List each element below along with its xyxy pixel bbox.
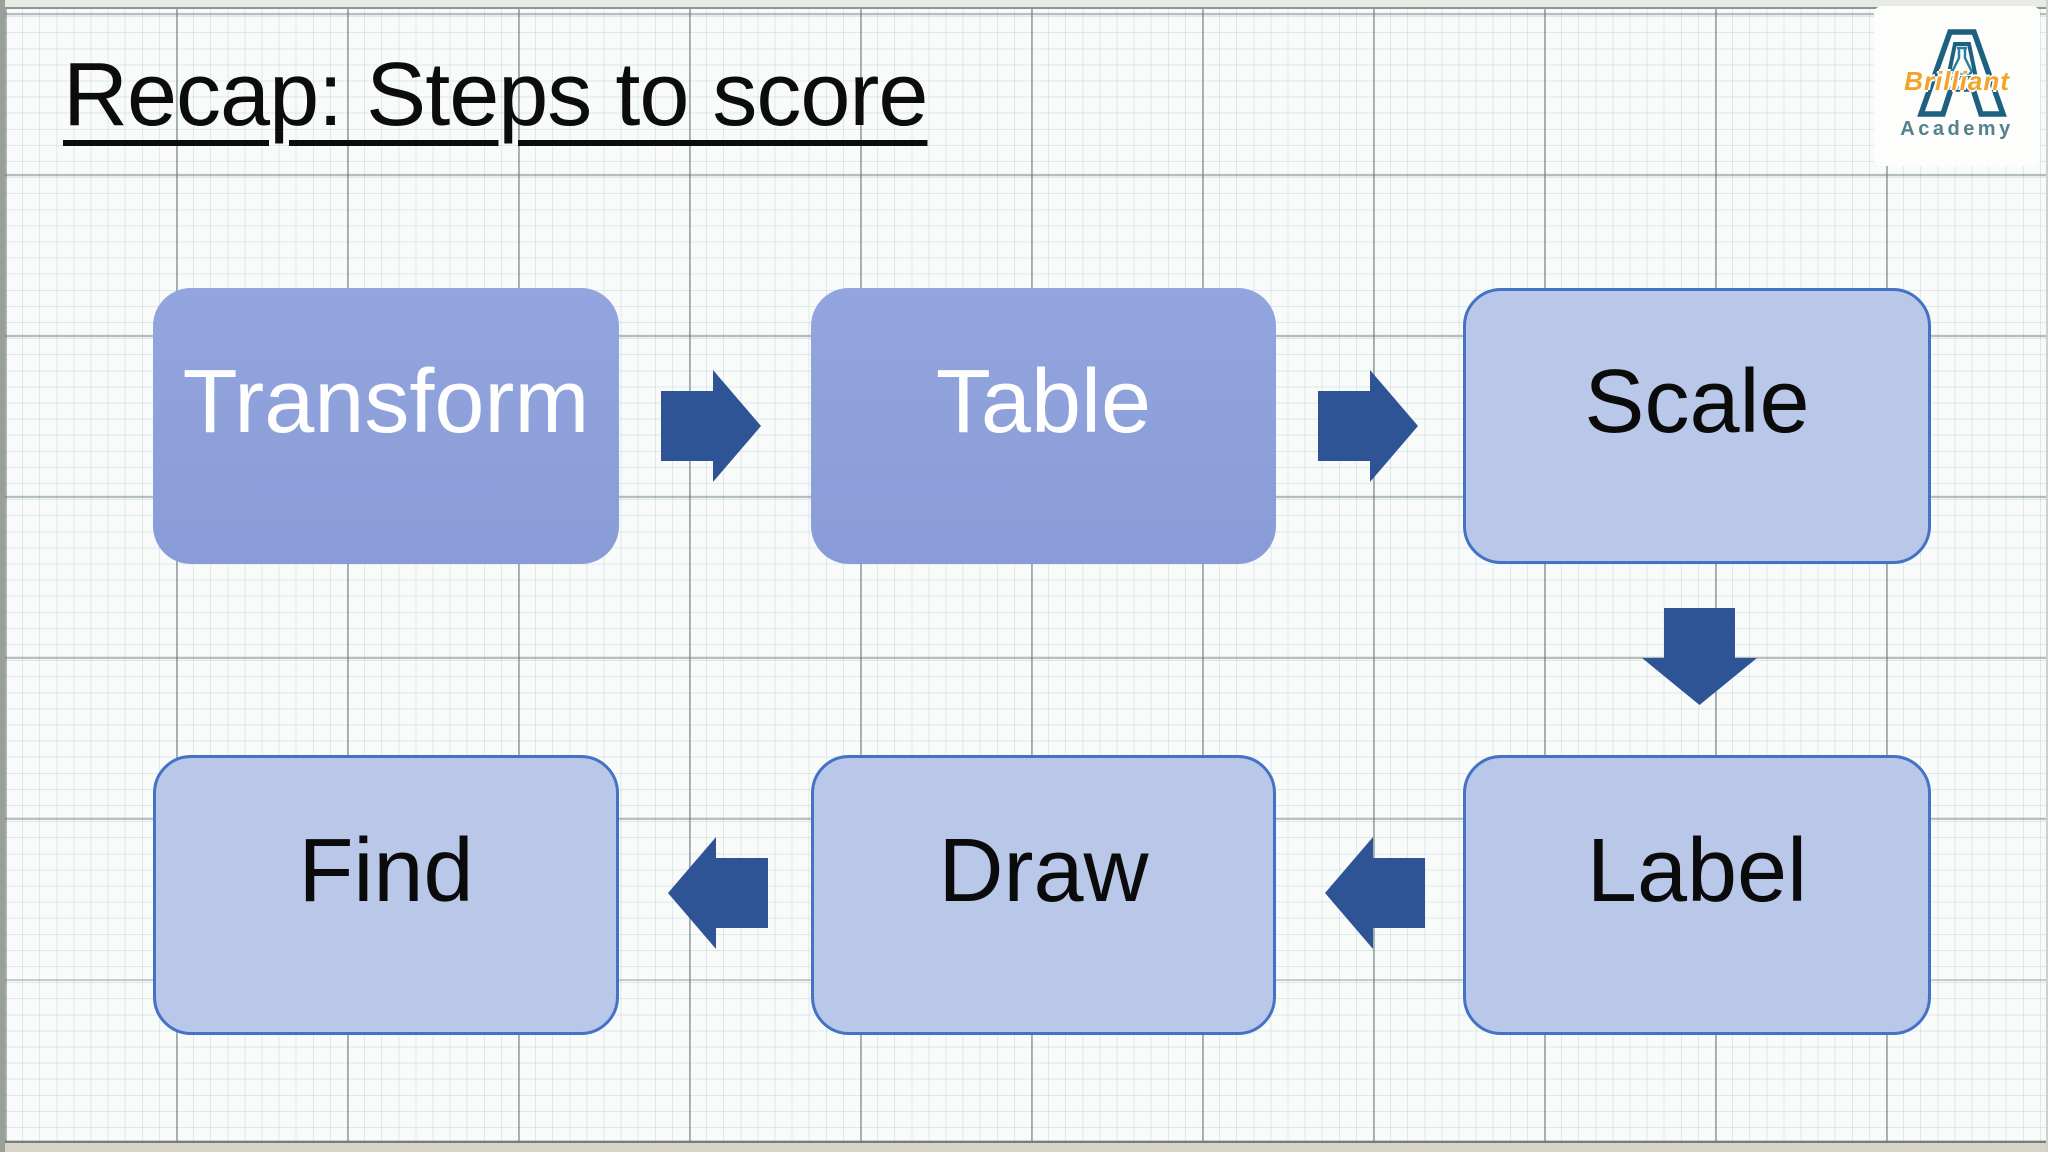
flow-step-transform-label: Transform	[182, 351, 590, 452]
flow-step-find-label: Find	[298, 820, 474, 921]
flow-step-find: Find	[153, 755, 619, 1035]
logo-a-flask-icon	[1917, 29, 2007, 117]
flow-step-table: Table	[811, 288, 1276, 564]
logo-brand-suffix: Academy	[1900, 118, 2014, 140]
flow-step-scale-label: Scale	[1584, 351, 1810, 452]
arrow-right-icon	[1318, 370, 1418, 482]
flow-step-label: Label	[1463, 755, 1931, 1035]
flow-step-table-label: Table	[935, 351, 1152, 452]
arrow-right-icon	[661, 370, 761, 482]
brand-logo: Brilliant Academy	[1874, 6, 2040, 166]
arrow-down-icon	[1642, 608, 1757, 705]
flow-step-draw: Draw	[811, 755, 1276, 1035]
flow-step-scale: Scale	[1463, 288, 1931, 564]
arrow-left-icon	[668, 837, 768, 949]
flow-step-label-label: Label	[1586, 820, 1808, 921]
logo-brand-name: Brilliant	[1904, 66, 2010, 96]
slide-title: Recap: Steps to score	[63, 45, 928, 145]
flow-step-draw-label: Draw	[938, 820, 1149, 921]
flow-step-transform: Transform	[153, 288, 619, 564]
arrow-left-icon	[1325, 837, 1425, 949]
